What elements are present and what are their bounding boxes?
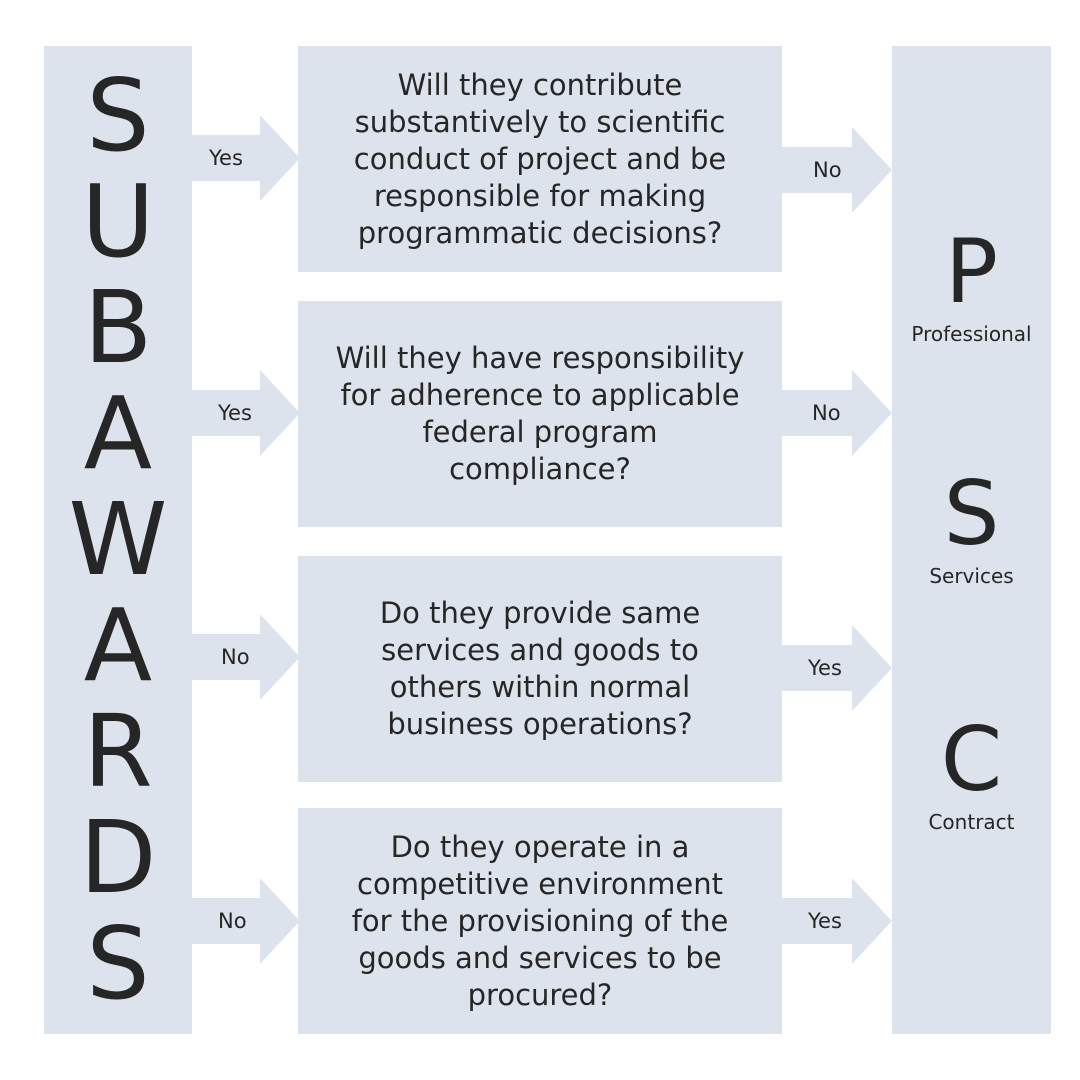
- left-arrow-1: Yes: [192, 115, 302, 201]
- question-line: conduct of project and be: [353, 141, 727, 176]
- arrow-right-icon: [782, 878, 892, 964]
- question-line: for the provisioning of the: [351, 903, 729, 938]
- subawards-letter: S: [86, 57, 150, 174]
- right-arrow-2: No: [782, 370, 892, 456]
- right-arrow-1: No: [782, 127, 892, 213]
- subawards-letter: A: [83, 587, 153, 704]
- psc-contract: C Contract: [892, 708, 1051, 835]
- subawards-letter: A: [83, 375, 153, 492]
- question-line: Do they operate in a: [390, 829, 690, 864]
- arrow-right-icon: [192, 115, 300, 201]
- arrow-label: Yes: [808, 909, 842, 933]
- right-arrow-4: Yes: [782, 878, 892, 964]
- psc-label: Services: [929, 564, 1014, 588]
- subawards-title: S U B A W A R D S: [44, 46, 192, 1034]
- question-line: compliance?: [449, 452, 631, 486]
- question-box-3: Do they provide same services and goods …: [298, 556, 782, 782]
- right-arrow-3: Yes: [782, 625, 892, 711]
- arrow-right-icon: [192, 370, 300, 456]
- question-line: others within normal: [389, 670, 691, 704]
- question-line: responsible for making: [373, 178, 707, 213]
- question-box-2: Will they have responsibility for adhere…: [298, 301, 782, 527]
- question-line: Will they contribute: [397, 67, 683, 102]
- subawards-letter: B: [83, 269, 153, 386]
- left-arrow-2: Yes: [192, 370, 302, 456]
- question-line: goods and services to be: [358, 940, 722, 975]
- psc-label: Professional: [911, 322, 1032, 346]
- question-text: Do they operate in a competitive environ…: [320, 829, 760, 1014]
- left-arrow-4: No: [192, 878, 302, 964]
- psc-professional: P Professional: [892, 220, 1051, 347]
- question-line: for adherence to applicable: [340, 378, 740, 412]
- arrow-right-icon: [782, 625, 892, 711]
- psc-letter: S: [943, 462, 1000, 565]
- psc-label: Contract: [928, 810, 1015, 834]
- question-line: services and goods to: [381, 633, 699, 667]
- question-line: procured?: [467, 977, 613, 1012]
- question-line: competitive environment: [357, 866, 723, 901]
- arrow-label: No: [812, 401, 841, 425]
- question-line: Will they have responsibility: [335, 341, 745, 375]
- question-text: Will they have responsibility for adhere…: [320, 340, 760, 488]
- question-text: Do they provide same services and goods …: [320, 595, 760, 743]
- subawards-column: S U B A W A R D S: [44, 46, 192, 1034]
- psc-letter: P: [944, 220, 999, 323]
- question-line: programmatic decisions?: [357, 215, 723, 250]
- arrow-label: Yes: [808, 656, 842, 680]
- question-line: Do they provide same: [379, 596, 701, 630]
- question-box-4: Do they operate in a competitive environ…: [298, 808, 782, 1034]
- question-line: business operations?: [387, 707, 693, 741]
- subawards-letter: S: [86, 905, 150, 1022]
- subawards-letter: R: [83, 693, 153, 810]
- question-text: Will they contribute substantively to sc…: [320, 67, 760, 252]
- arrow-label: No: [218, 909, 247, 933]
- arrow-label: Yes: [209, 146, 243, 170]
- subawards-letter: U: [81, 163, 155, 280]
- arrow-right-icon: [192, 614, 300, 700]
- psc-column: P Professional S Services C Contract: [892, 46, 1051, 1034]
- arrow-label: No: [813, 158, 842, 182]
- question-line: substantively to scientific: [354, 104, 726, 139]
- question-line: federal program: [422, 415, 658, 449]
- arrow-label: No: [221, 645, 250, 669]
- arrow-right-icon: [192, 878, 300, 964]
- arrow-right-icon: [782, 370, 892, 456]
- arrow-right-icon: [782, 127, 892, 213]
- question-box-1: Will they contribute substantively to sc…: [298, 46, 782, 272]
- psc-letter: C: [940, 708, 1003, 811]
- psc-services: S Services: [892, 462, 1051, 589]
- arrow-label: Yes: [218, 401, 252, 425]
- subawards-letter: D: [79, 799, 157, 916]
- left-arrow-3: No: [192, 614, 302, 700]
- subawards-letter: W: [68, 481, 168, 598]
